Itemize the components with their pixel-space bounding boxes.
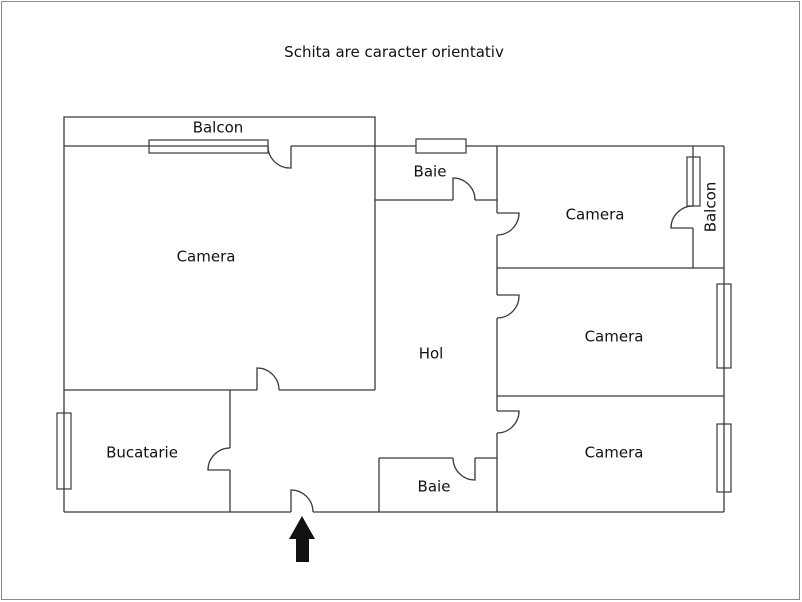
balcony-top	[63, 116, 376, 146]
windows	[56, 138, 732, 493]
label-baie-top: Baie	[413, 162, 447, 181]
plan-title: Schita are caracter orientativ	[284, 43, 504, 61]
label-bucatarie: Bucatarie	[106, 443, 178, 462]
arrow-up-icon	[289, 516, 315, 562]
label-camera-large: Camera	[176, 247, 236, 266]
label-hol: Hol	[418, 344, 444, 363]
doors	[207, 145, 694, 513]
label-camera-top-right: Camera	[565, 205, 625, 224]
label-camera-mid-right: Camera	[584, 327, 644, 346]
label-balcon-top: Balcon	[192, 118, 244, 137]
label-camera-bottom-right: Camera	[584, 443, 644, 462]
label-baie-bottom: Baie	[417, 477, 451, 496]
label-balcon-right: Balcon	[701, 181, 720, 233]
window-bath-top	[415, 138, 467, 154]
